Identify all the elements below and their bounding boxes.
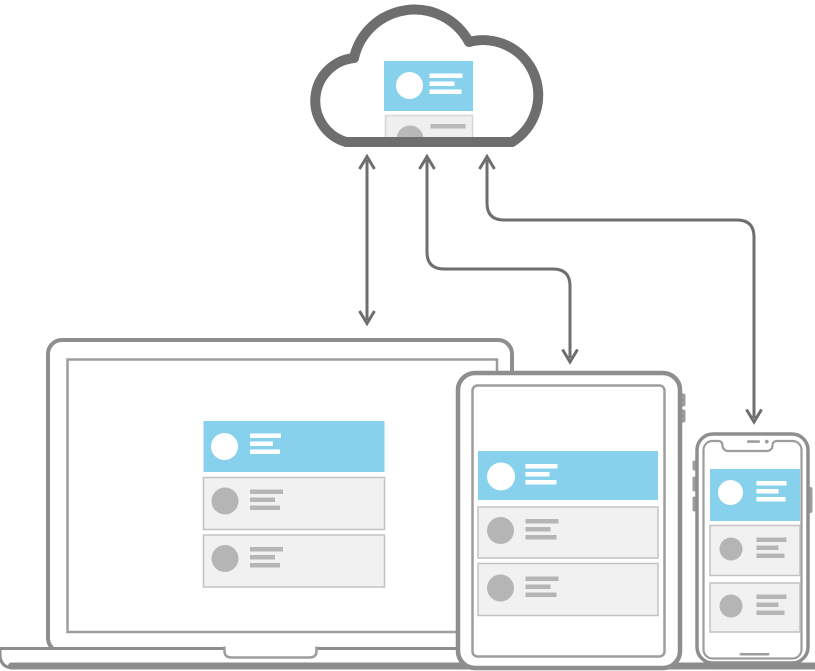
contact-card-highlighted — [384, 61, 473, 111]
sync-arrow-cloud-tablet — [418, 153, 579, 365]
text-line — [250, 433, 281, 438]
contact-card — [477, 506, 659, 559]
sync-arrow-cloud-phone — [478, 153, 763, 425]
text-line — [525, 592, 557, 597]
text-line — [525, 535, 557, 540]
arrowhead-down — [358, 310, 376, 327]
text-line — [756, 610, 785, 615]
text-line — [250, 441, 273, 446]
text-line — [430, 124, 466, 129]
contact-card — [709, 582, 801, 633]
phone-icon — [692, 432, 813, 665]
avatar-icon — [719, 537, 743, 561]
sync-arrow-cloud-laptop — [358, 153, 376, 327]
text-line — [756, 602, 779, 607]
avatar-icon — [719, 594, 743, 618]
avatar-icon — [396, 72, 423, 99]
cloud-icon — [310, 4, 544, 147]
text-line — [525, 480, 557, 485]
avatar-icon — [487, 517, 514, 544]
text-line — [756, 553, 785, 558]
text-line — [429, 73, 463, 78]
laptop-base-notch — [223, 646, 318, 659]
tablet-icon — [455, 370, 686, 671]
contact-card-highlighted — [710, 469, 800, 521]
text-line — [525, 576, 559, 581]
avatar-icon — [211, 545, 239, 572]
text-line — [250, 555, 275, 560]
contact-card — [202, 534, 386, 588]
text-line — [250, 497, 275, 502]
contact-card — [709, 524, 801, 577]
text-line — [525, 584, 551, 589]
text-line — [250, 547, 283, 552]
contact-card — [477, 562, 659, 617]
text-line — [525, 519, 559, 524]
text-line — [525, 472, 550, 477]
avatar-icon — [718, 480, 743, 505]
avatar-icon — [211, 487, 239, 515]
home-indicator — [739, 653, 770, 656]
contact-card — [202, 476, 386, 531]
speaker-icon — [747, 440, 760, 443]
arrowhead-up — [418, 153, 436, 170]
arrowhead-down — [561, 348, 579, 365]
text-line — [756, 481, 787, 486]
text-line — [756, 537, 787, 542]
sync-arrows — [358, 153, 763, 425]
camera-icon — [764, 439, 769, 444]
laptop-icon — [0, 338, 815, 670]
contact-card-background — [202, 476, 386, 531]
text-line — [756, 545, 779, 550]
text-line — [525, 527, 551, 532]
text-line — [756, 497, 786, 502]
avatar-icon — [211, 433, 238, 460]
text-line — [250, 563, 280, 568]
text-line — [250, 489, 283, 494]
text-line — [756, 594, 787, 599]
contact-card-highlighted — [478, 451, 658, 500]
arrowhead-up — [478, 153, 496, 170]
text-line — [429, 89, 462, 94]
text-line — [429, 81, 455, 86]
text-line — [525, 464, 558, 469]
contact-card-highlighted — [203, 421, 385, 472]
avatar-icon — [487, 462, 515, 491]
contact-card-background — [709, 524, 801, 577]
laptop-base-edge — [8, 662, 815, 670]
avatar-icon — [487, 574, 514, 602]
text-line — [250, 449, 280, 454]
text-line — [756, 489, 779, 494]
text-line — [250, 505, 280, 510]
arrowhead-down — [745, 408, 763, 425]
arrowhead-up — [358, 153, 376, 170]
